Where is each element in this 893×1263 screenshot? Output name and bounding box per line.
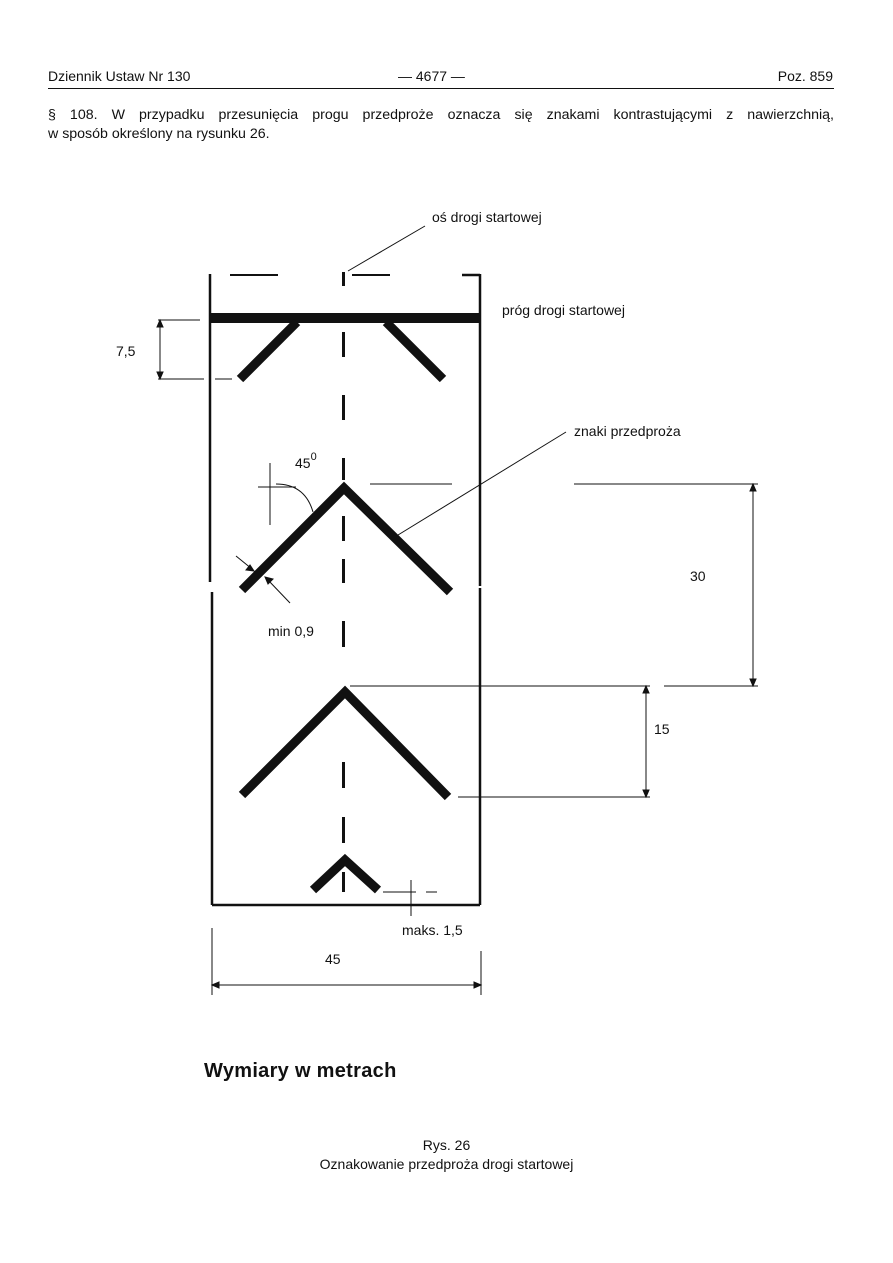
chevron-depth-label: 15 [654, 721, 670, 737]
width-dimension [210, 928, 483, 995]
chevron-1 [238, 481, 454, 596]
paragraph-line-1: § 108. W przypadku przesunięcia progu pr… [48, 107, 834, 123]
paragraph-108: § 108. W przypadku przesunięcia progu pr… [48, 106, 834, 144]
chevron-half [236, 318, 301, 383]
threshold-bar [210, 313, 480, 323]
threshold-label: próg drogi startowej [502, 302, 625, 318]
journal-title: Dziennik Ustaw Nr 130 [48, 68, 191, 84]
max-gap-dimension [383, 880, 437, 916]
position-number: Poz. 859 [777, 68, 833, 84]
angle-label: 450 [295, 451, 317, 471]
chevron-half [382, 318, 447, 383]
chevron-depth-dimension [350, 684, 650, 799]
header-rule [48, 88, 834, 89]
spacing-label: 30 [690, 568, 706, 584]
runway-outline [208, 273, 482, 907]
axis-leader [347, 225, 426, 272]
width-label: 45 [325, 951, 341, 967]
chevron-small [309, 853, 382, 894]
min-width-arrows [235, 555, 291, 604]
units-note: Wymiary w metrach [204, 1060, 397, 1082]
threshold-chevrons [236, 318, 454, 894]
runway-centerline [342, 272, 345, 892]
markings-label: znaki przedproża [574, 423, 681, 439]
figure-title: Oznakowanie przedproża drogi startowej [319, 1156, 574, 1172]
max-gap-label: maks. 1,5 [402, 922, 463, 938]
angle-annotation [258, 463, 314, 525]
threshold-offset-dimension [156, 318, 232, 381]
axis-label: oś drogi startowej [432, 209, 542, 225]
threshold-offset-label: 7,5 [116, 343, 136, 359]
page-number: — 4677 — [398, 68, 465, 84]
markings-leader [397, 431, 567, 536]
spacing-dimension [370, 482, 758, 688]
min-width-label: min 0,9 [268, 623, 314, 639]
figure-number: Rys. 26 [422, 1137, 471, 1153]
paragraph-line-2: w sposób określony na rysunku 26. [48, 126, 270, 142]
chevron-2 [238, 685, 452, 801]
